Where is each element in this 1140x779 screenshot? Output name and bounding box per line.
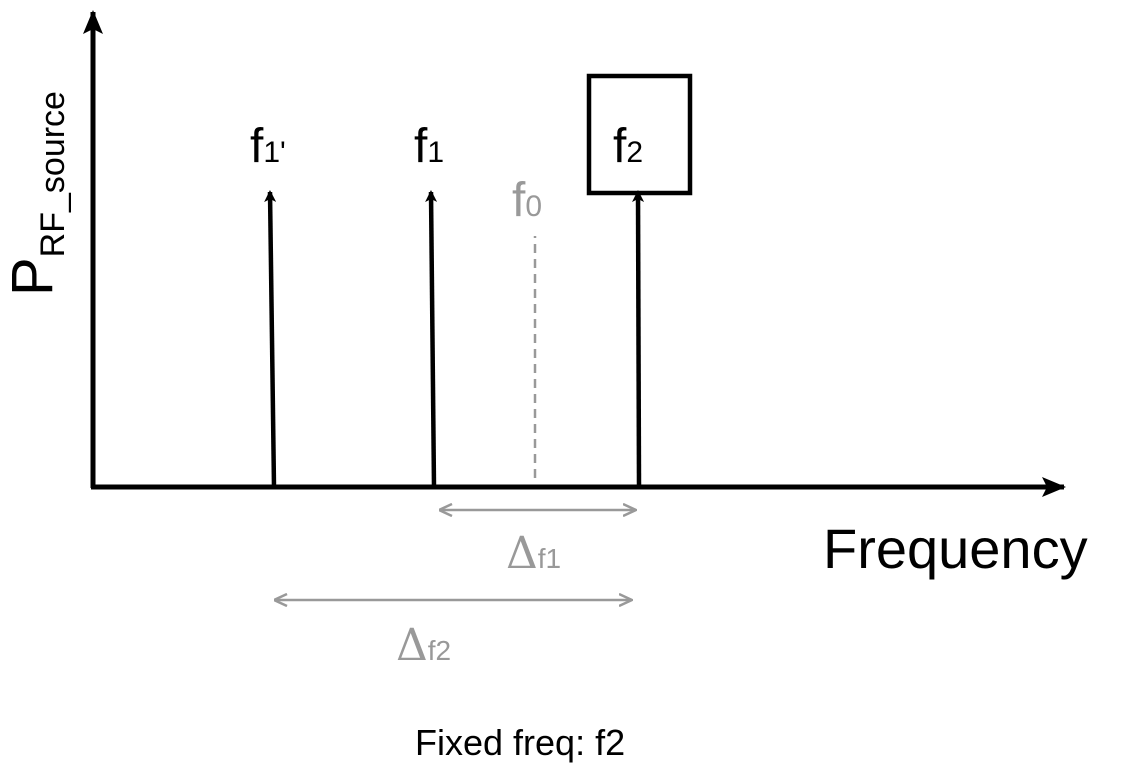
spectral-line-f2 bbox=[632, 190, 645, 488]
y-axis-label-main: P bbox=[0, 257, 65, 296]
label-f0: f0 bbox=[512, 174, 542, 227]
f2-highlight-box bbox=[586, 73, 693, 196]
delta-f1-label: Δf1 bbox=[506, 528, 561, 579]
x-axis-label: Frequency bbox=[823, 517, 1088, 580]
caption: Fixed freq: f2 bbox=[415, 722, 625, 763]
label-f1: f1 bbox=[414, 120, 444, 173]
delta-f2-label: Δf2 bbox=[396, 620, 451, 671]
label-f1prime: f1' bbox=[250, 120, 286, 173]
label-f2: f2 bbox=[613, 120, 643, 173]
y-axis-label-sub: RF_source bbox=[34, 91, 72, 257]
y-axis-label: PRF_source bbox=[0, 91, 72, 296]
spectral-line-f1prime bbox=[264, 190, 277, 488]
spectral-line-f1 bbox=[425, 190, 438, 488]
svg-text:PRF_source: PRF_source bbox=[0, 91, 72, 296]
